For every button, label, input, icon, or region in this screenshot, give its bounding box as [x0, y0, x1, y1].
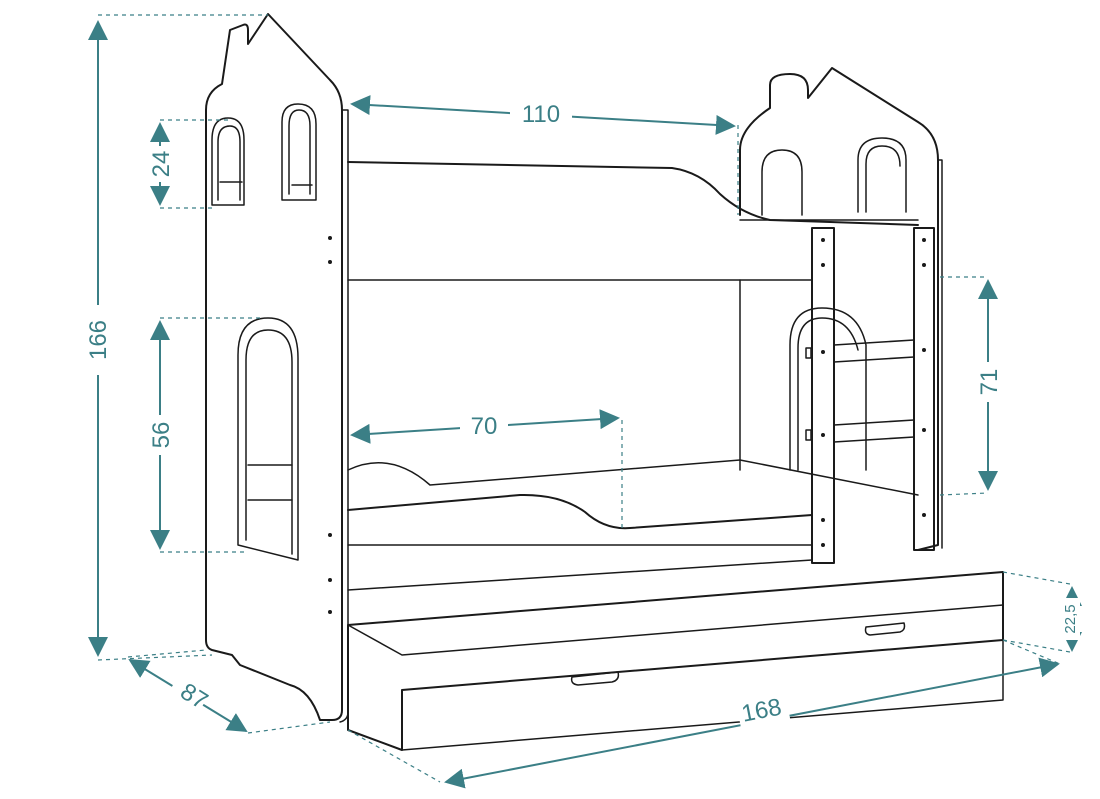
dim-drawer-height: 22,5	[1002, 571, 1082, 653]
left-lower-window-inner	[245, 329, 293, 555]
right-panel-edge	[937, 159, 943, 549]
lower-guard-rail	[347, 493, 813, 530]
left-upper-window-inner-2	[288, 109, 311, 195]
left-upper-window-1	[211, 117, 245, 206]
label-22-5: 22,5	[1062, 604, 1079, 633]
dim-ladder-height: 71	[939, 276, 1003, 496]
right-side-panel	[739, 67, 939, 551]
drawer	[347, 571, 1004, 751]
right-upper-window-2	[857, 137, 907, 213]
ladder	[811, 227, 935, 564]
left-side-panel	[205, 13, 343, 721]
dim-depth: 87	[127, 649, 331, 734]
label-71: 71	[976, 369, 1003, 396]
dim-length-total: 168	[347, 639, 1061, 789]
right-lower-window	[789, 307, 867, 471]
label-70: 70	[471, 413, 498, 440]
dim-top-length: 110	[350, 95, 739, 215]
label-56: 56	[148, 422, 175, 449]
label-168: 168	[739, 694, 783, 728]
left-panel-bolts	[328, 236, 332, 614]
hinge-2	[805, 429, 812, 441]
dim-lower-window: 56	[148, 317, 262, 553]
right-lower-window-inner	[797, 317, 859, 471]
left-lower-window	[237, 317, 299, 561]
label-110: 110	[522, 101, 560, 128]
hinge-1	[805, 347, 812, 359]
upper-guard-rail	[347, 161, 919, 226]
right-upper-window-2-inner	[865, 145, 901, 213]
drawer-handle-front	[570, 671, 620, 686]
dim-upper-window: 24	[148, 119, 228, 209]
label-166: 166	[85, 320, 112, 360]
lower-mattress	[347, 459, 919, 496]
label-24: 24	[148, 151, 175, 178]
left-upper-window-2	[281, 103, 317, 201]
dim-height-total: 166	[84, 14, 268, 661]
lower-bed-base	[347, 559, 813, 591]
left-upper-window-inner-1	[217, 125, 241, 201]
dim-bottom-length: 70	[350, 409, 623, 528]
bed-drawing	[205, 13, 1004, 751]
drawer-handle-back	[864, 622, 906, 636]
right-upper-window-1	[761, 149, 803, 216]
